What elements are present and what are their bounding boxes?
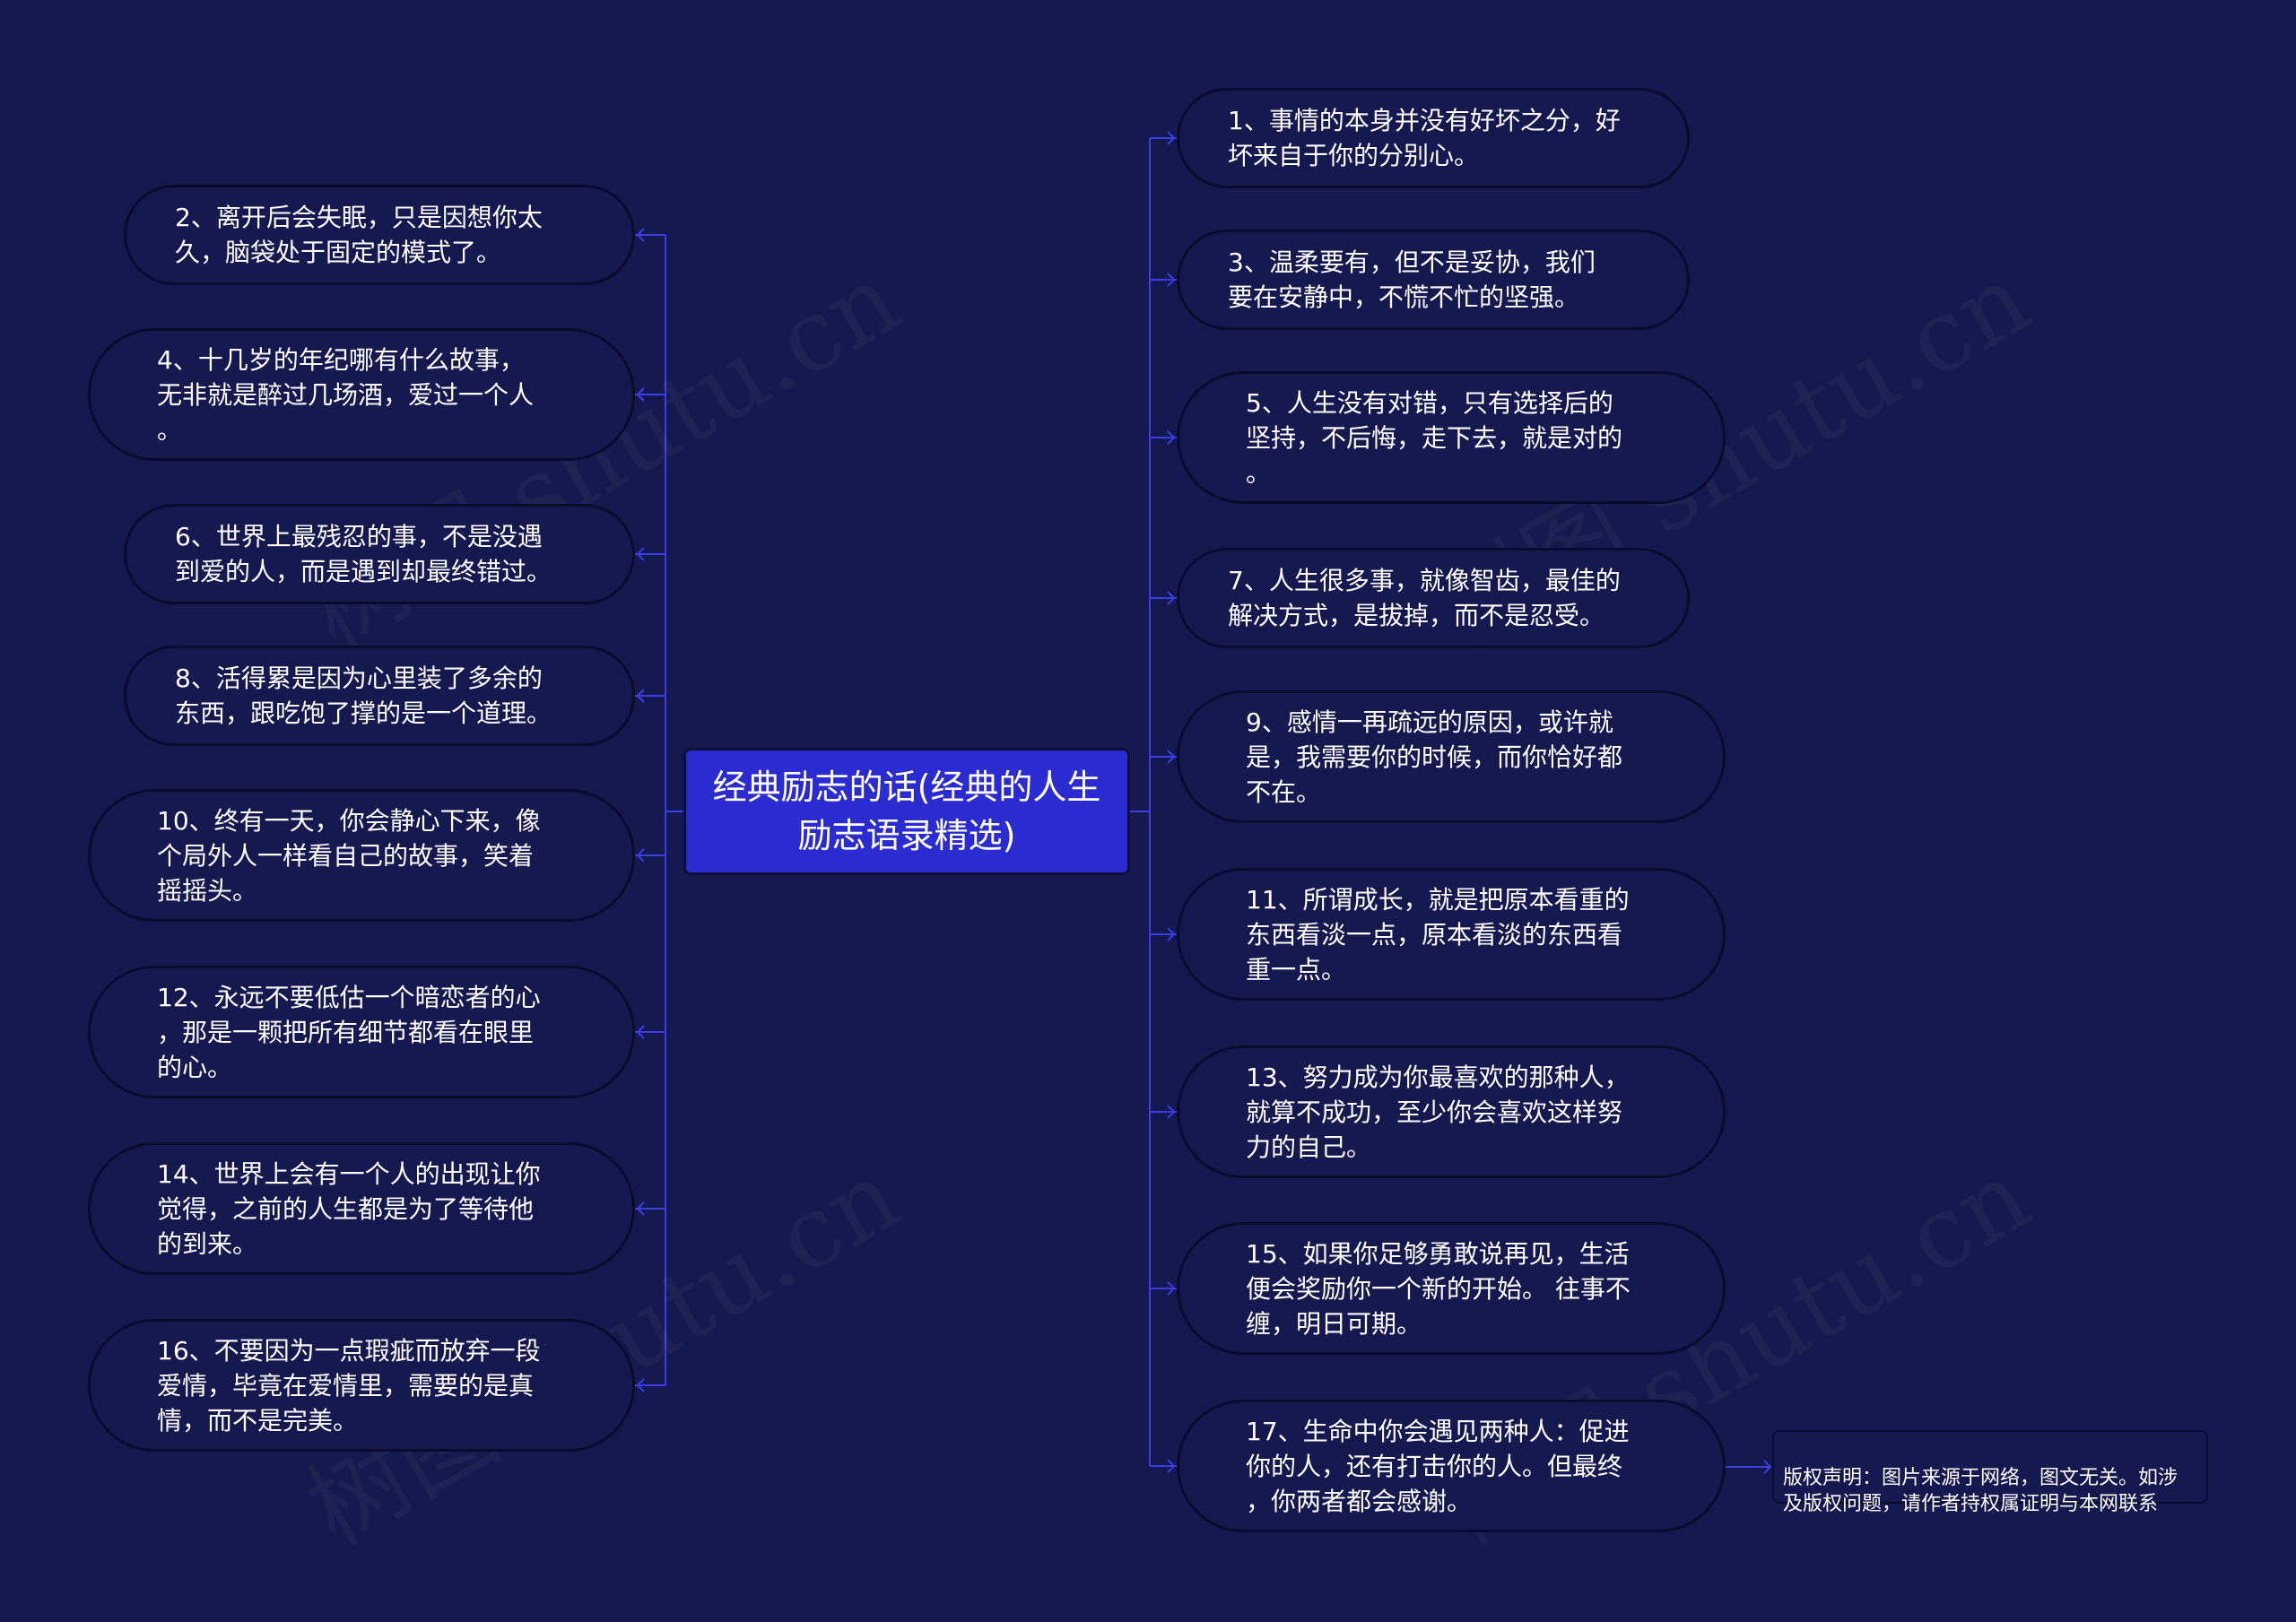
right-node-9[interactable]: 9、感情一再疏远的原因，或许就 是，我需要你的时候，而你恰好都 不在。 [1177, 690, 1726, 823]
right-node-text: 9、感情一再疏远的原因，或许就 是，我需要你的时候，而你恰好都 不在。 [1246, 707, 1623, 807]
root-topic[interactable]: 经典励志的话(经典的人生励志语录精选) [683, 748, 1130, 875]
left-node-14[interactable]: 14、世界上会有一个人的出现让你 觉得，之前的人生都是为了等待他 的到来。 [88, 1142, 635, 1275]
left-node-text: 10、终有一天，你会静心下来，像 个局外人一样看自己的故事，笑着 摇摇头。 [157, 805, 541, 906]
left-node-text: 16、不要因为一点瑕疵而放弃一段 爱情，毕竟在爱情里，需要的是真 情，而不是完美… [157, 1335, 541, 1436]
left-node-6[interactable]: 6、世界上最残忍的事，不是没遇 到爱的人，而是遇到却最终错过。 [124, 504, 635, 604]
left-node-16[interactable]: 16、不要因为一点瑕疵而放弃一段 爱情，毕竟在爱情里，需要的是真 情，而不是完美… [88, 1319, 635, 1452]
right-node-15[interactable]: 15、如果你足够勇敢说再见，生活 便会奖励你一个新的开始。 往事不 缠，明日可期… [1177, 1222, 1726, 1355]
left-node-text: 12、永远不要低估一个暗恋者的心 ，那是一颗把所有细节都看在眼里 的心。 [157, 982, 541, 1082]
note-arrow [1763, 1460, 1772, 1474]
right-node-text: 15、如果你足够勇敢说再见，生活 便会奖励你一个新的开始。 往事不 缠，明日可期… [1246, 1238, 1631, 1339]
right-node-7[interactable]: 7、人生很多事，就像智齿，最佳的 解决方式，是拔掉，而不是忍受。 [1177, 548, 1690, 648]
right-node-3[interactable]: 3、温柔要有，但不是妥协，我们 要在安静中，不慌不忙的坚强。 [1177, 230, 1690, 330]
copyright-note[interactable]: 版权声明：图片来源于网络，图文无关。如涉 及版权问题，请作者持权属证明与本网联系 [1772, 1430, 2208, 1515]
left-node-8[interactable]: 8、活得累是因为心里装了多余的 东西，跟吃饱了撑的是一个道理。 [124, 646, 635, 746]
copyright-note-text: 版权声明：图片来源于网络，图文无关。如涉 及版权问题，请作者持权属证明与本网联系 [1783, 1467, 2179, 1515]
right-node-1[interactable]: 1、事情的本身并没有好坏之分，好 坏来自于你的分别心。 [1177, 88, 1690, 188]
right-node-text: 3、温柔要有，但不是妥协，我们 要在安静中，不慌不忙的坚强。 [1228, 247, 1596, 312]
right-node-11[interactable]: 11、所谓成长，就是把原本看重的 东西看淡一点，原本看淡的东西看 重一点。 [1177, 868, 1726, 1001]
left-node-2[interactable]: 2、离开后会失眠，只是因想你太 久，脑袋处于固定的模式了。 [124, 185, 635, 285]
right-node-text: 5、人生没有对错，只有选择后的 坚持，不后悔，走下去，就是对的 。 [1246, 387, 1623, 488]
left-node-text: 2、离开后会失眠，只是因想你太 久，脑袋处于固定的模式了。 [175, 203, 543, 267]
left-node-text: 14、世界上会有一个人的出现让你 觉得，之前的人生都是为了等待他 的到来。 [157, 1158, 541, 1259]
left-node-text: 6、世界上最残忍的事，不是没遇 到爱的人，而是遇到却最终错过。 [175, 522, 552, 586]
left-node-10[interactable]: 10、终有一天，你会静心下来，像 个局外人一样看自己的故事，笑着 摇摇头。 [88, 789, 635, 922]
right-node-text: 11、所谓成长，就是把原本看重的 东西看淡一点，原本看淡的东西看 重一点。 [1246, 884, 1630, 984]
right-node-5[interactable]: 5、人生没有对错，只有选择后的 坚持，不后悔，走下去，就是对的 。 [1177, 371, 1726, 504]
right-node-text: 17、生命中你会遇见两种人：促进 你的人，还有打击你的人。但最终 ，你两者都会感… [1246, 1416, 1630, 1516]
left-node-text: 4、十几岁的年纪哪有什么故事， 无非就是醉过几场酒，爱过一个人 。 [157, 344, 535, 445]
right-node-text: 13、努力成为你最喜欢的那种人， 就算不成功，至少你会喜欢这样努 力的自己。 [1246, 1062, 1630, 1162]
left-node-text: 8、活得累是因为心里装了多余的 东西，跟吃饱了撑的是一个道理。 [175, 664, 552, 728]
left-node-12[interactable]: 12、永远不要低估一个暗恋者的心 ，那是一颗把所有细节都看在眼里 的心。 [88, 966, 635, 1098]
right-node-text: 7、人生很多事，就像智齿，最佳的 解决方式，是拔掉，而不是忍受。 [1228, 566, 1621, 630]
right-node-text: 1、事情的本身并没有好坏之分，好 坏来自于你的分别心。 [1228, 106, 1621, 170]
left-node-4[interactable]: 4、十几岁的年纪哪有什么故事， 无非就是醉过几场酒，爱过一个人 。 [88, 328, 635, 461]
right-node-17[interactable]: 17、生命中你会遇见两种人：促进 你的人，还有打击你的人。但最终 ，你两者都会感… [1177, 1400, 1726, 1532]
right-node-13[interactable]: 13、努力成为你最喜欢的那种人， 就算不成功，至少你会喜欢这样努 力的自己。 [1177, 1045, 1726, 1178]
root-topic-title: 经典励志的话(经典的人生励志语录精选) [712, 768, 1101, 855]
